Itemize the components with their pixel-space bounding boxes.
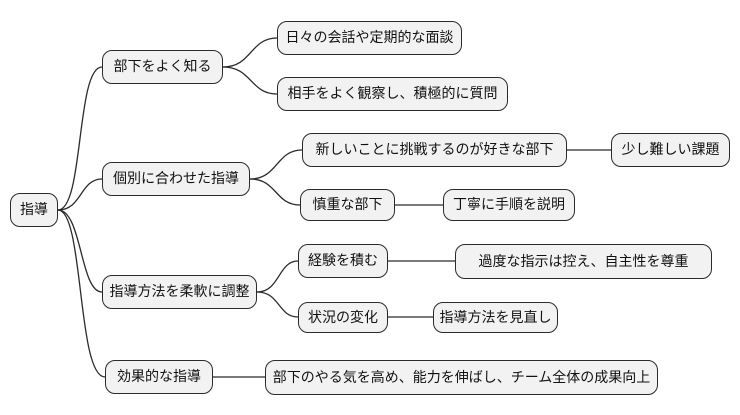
connector-root-to-flexible-adjust — [57, 209, 103, 293]
connector-root-to-know-subordinates — [57, 66, 103, 211]
node-daily-conversation-meetings: 日々の会話や定期的な面談 — [277, 21, 462, 55]
node-effective-guidance: 効果的な指導 — [105, 360, 213, 394]
node-situation-change: 状況の変化 — [298, 302, 388, 333]
connector-root-to-effective — [57, 209, 106, 378]
node-respect-autonomy: 過度な指示は控え、自主性を尊重 — [455, 244, 712, 279]
node-observe-and-ask-questions: 相手をよく観察し、積極的に質問 — [277, 77, 508, 111]
node-cautious-subordinate: 慎重な部下 — [300, 189, 395, 221]
connector-flexible-to-situation-change — [256, 291, 299, 318]
connector-know-to-daily-conversation — [222, 37, 278, 68]
node-gain-experience: 経験を積む — [298, 244, 388, 278]
node-root: 指導 — [10, 193, 58, 227]
connector-individualized-to-cautious — [249, 178, 301, 206]
node-individualized-guidance: 個別に合わせた指導 — [102, 162, 250, 196]
node-flexibly-adjust-methods: 指導方法を柔軟に調整 — [102, 275, 257, 309]
node-know-your-subordinates: 部下をよく知る — [102, 50, 223, 84]
connector-flexible-to-gain-experience — [256, 260, 299, 293]
connector-individualized-to-challenge — [249, 149, 303, 180]
connector-root-to-individualized — [57, 178, 103, 211]
node-challenge-loving-subordinate: 新しいことに挑戦するのが好きな部下 — [302, 133, 567, 167]
connector-know-to-observe-ask — [222, 66, 278, 95]
node-team-performance-improvement: 部下のやる気を高め、能力を伸ばし、チーム全体の成果向上 — [265, 360, 658, 395]
node-review-guidance-methods: 指導方法を見直し — [433, 302, 558, 333]
node-explain-steps-carefully: 丁寧に手順を説明 — [443, 189, 575, 221]
node-slightly-difficult-task: 少し難しい課題 — [611, 133, 730, 167]
